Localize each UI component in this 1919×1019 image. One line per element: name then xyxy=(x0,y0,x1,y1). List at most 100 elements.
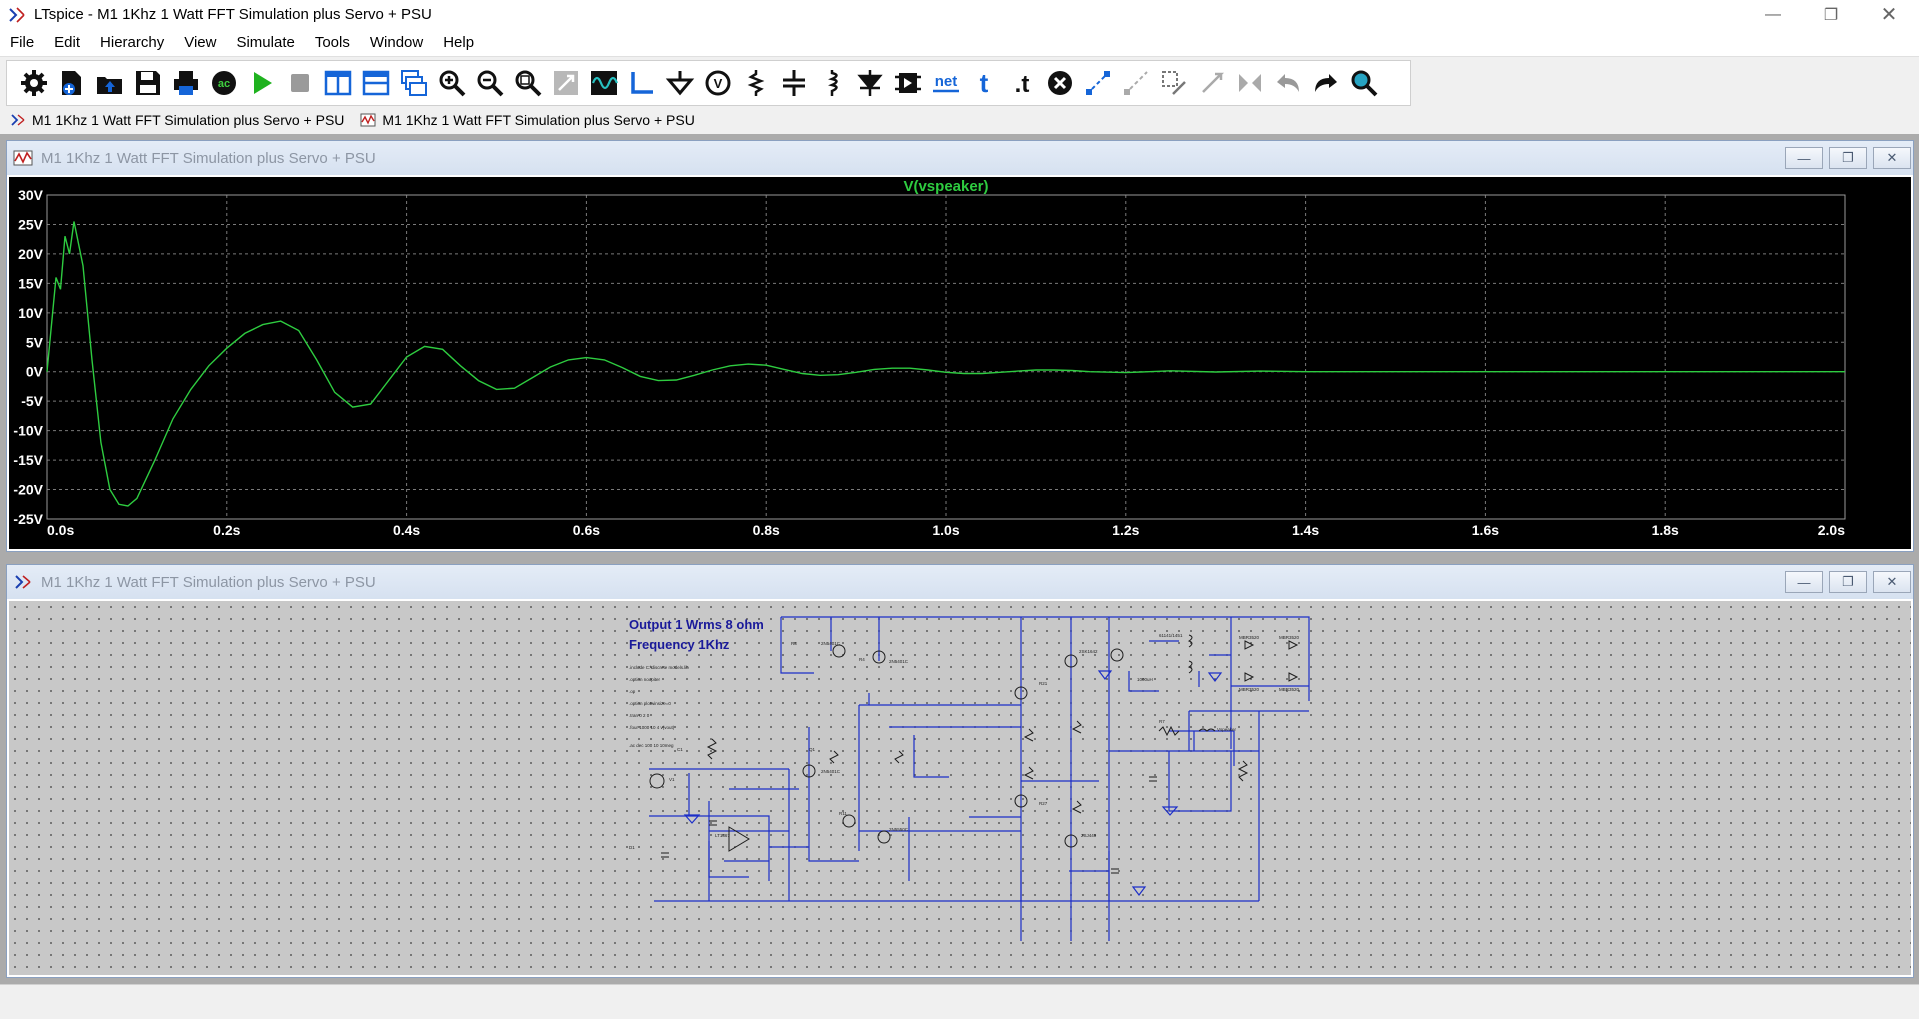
svg-text:R27: R27 xyxy=(1039,801,1048,806)
svg-text:2N5401C: 2N5401C xyxy=(889,659,909,664)
svg-text:t: t xyxy=(980,68,989,98)
restore-icon[interactable]: ❐ xyxy=(1829,147,1867,169)
close-icon[interactable]: ✕ xyxy=(1880,4,1898,26)
schematic-window: M1 1Khz 1 Watt FFT Simulation plus Servo… xyxy=(6,564,1914,978)
drag-icon[interactable] xyxy=(1155,64,1193,102)
find-icon[interactable] xyxy=(1345,64,1383,102)
zoom-fit-icon[interactable] xyxy=(509,64,547,102)
schematic-drawing[interactable]: Output 1 Wrms 8 ohm Frequency 1Khz .incl… xyxy=(9,601,1911,975)
autorange-icon[interactable] xyxy=(547,64,585,102)
menu-help[interactable]: Help xyxy=(443,33,475,51)
text-icon[interactable]: t xyxy=(965,64,1003,102)
restore-icon[interactable]: ❐ xyxy=(1823,6,1839,24)
menu-file[interactable]: File xyxy=(10,33,35,51)
toolbar: ac V net t .t xyxy=(6,60,1411,106)
svg-text:V1: V1 xyxy=(669,777,675,782)
halt-icon[interactable] xyxy=(281,64,319,102)
svg-text:MBR3520: MBR3520 xyxy=(1239,687,1260,692)
note-frequency[interactable]: Frequency 1Khz xyxy=(629,637,730,652)
net-label-icon[interactable]: net xyxy=(927,64,965,102)
wire-icon[interactable] xyxy=(623,64,661,102)
component-symbol-icon[interactable] xyxy=(889,64,927,102)
settings-icon[interactable] xyxy=(15,64,53,102)
svg-text:2N5401C: 2N5401C xyxy=(821,769,841,774)
menu-simulate[interactable]: Simulate xyxy=(236,33,295,51)
svg-text:2SJ449: 2SJ449 xyxy=(1081,833,1097,838)
schematic-icon xyxy=(15,575,31,589)
run-icon[interactable] xyxy=(243,64,281,102)
title-bar: LTspice - M1 1Khz 1 Watt FFT Simulation … xyxy=(0,0,1919,29)
waveform-icon[interactable] xyxy=(585,64,623,102)
directive[interactable]: .ac dec 100 10 10meg xyxy=(629,743,674,748)
diode-icon[interactable] xyxy=(851,64,889,102)
directive[interactable]: .include C:\discrete models.lib xyxy=(629,665,689,670)
note-output[interactable]: Output 1 Wrms 8 ohm xyxy=(629,617,764,632)
open-icon[interactable] xyxy=(91,64,129,102)
window-title: LTspice - M1 1Khz 1 Watt FFT Simulation … xyxy=(34,6,432,23)
component-icon[interactable]: V xyxy=(699,64,737,102)
tab-schematic[interactable]: M1 1Khz 1 Watt FFT Simulation plus Servo… xyxy=(0,107,350,133)
save-icon[interactable] xyxy=(129,64,167,102)
spice-directive-icon[interactable]: .t xyxy=(1003,64,1041,102)
rotate-icon[interactable] xyxy=(1193,64,1231,102)
svg-text:Vspeaker: Vspeaker xyxy=(1217,727,1237,732)
menu-edit[interactable]: Edit xyxy=(54,33,81,51)
tile-vertical-icon[interactable] xyxy=(319,64,357,102)
menu-view[interactable]: View xyxy=(184,33,217,51)
restore-icon[interactable]: ❐ xyxy=(1829,571,1867,593)
capacitor-icon[interactable] xyxy=(775,64,813,102)
zoom-in-icon[interactable] xyxy=(433,64,471,102)
zoom-out-icon[interactable] xyxy=(471,64,509,102)
ground-symbols xyxy=(683,670,1223,896)
menu-hierarchy[interactable]: Hierarchy xyxy=(100,33,165,51)
move-icon[interactable] xyxy=(1117,64,1155,102)
ground-icon[interactable] xyxy=(661,64,699,102)
trace-title: V(vspeaker) xyxy=(903,178,988,195)
x-tick-label: 0.6s xyxy=(573,522,600,538)
directive[interactable]: .four 1000 10 4 v(vout) xyxy=(629,725,675,730)
ac-analysis-icon[interactable]: ac xyxy=(205,64,243,102)
tile-horizontal-icon[interactable] xyxy=(357,64,395,102)
close-icon[interactable]: ✕ xyxy=(1873,147,1911,169)
undo-icon[interactable] xyxy=(1269,64,1307,102)
mirror-icon[interactable] xyxy=(1231,64,1269,102)
minimize-icon[interactable]: — xyxy=(1785,571,1823,593)
schematic-icon xyxy=(11,114,25,126)
circuit-wires xyxy=(649,616,1310,941)
menu-tools[interactable]: Tools xyxy=(314,33,350,51)
inductor-icon[interactable] xyxy=(813,64,851,102)
y-tick-label: 20V xyxy=(18,246,44,262)
delete-icon[interactable] xyxy=(1041,64,1079,102)
waveform-window-titlebar[interactable]: M1 1Khz 1 Watt FFT Simulation plus Servo… xyxy=(7,141,1913,175)
svg-text:MBR3520: MBR3520 xyxy=(1279,687,1300,692)
circuit-components xyxy=(649,634,1299,874)
waveform-window-title: M1 1Khz 1 Watt FFT Simulation plus Servo… xyxy=(41,149,376,167)
directive[interactable]: .op xyxy=(629,689,636,694)
directive[interactable]: .option plotwinsize=0 xyxy=(629,701,671,706)
directive[interactable]: .option noopiter xyxy=(629,677,661,682)
cascade-icon[interactable] xyxy=(395,64,433,102)
svg-text:.t: .t xyxy=(1015,71,1030,98)
svg-text:V: V xyxy=(714,76,723,91)
plot-frame xyxy=(46,194,1846,520)
redo-icon[interactable] xyxy=(1307,64,1345,102)
schematic-window-titlebar[interactable]: M1 1Khz 1 Watt FFT Simulation plus Servo… xyxy=(7,565,1913,599)
menu-window[interactable]: Window xyxy=(369,33,424,51)
svg-text:1000uH: 1000uH xyxy=(1137,677,1153,682)
minimize-icon[interactable]: — xyxy=(1765,5,1781,23)
close-icon[interactable]: ✕ xyxy=(1873,571,1911,593)
svg-text:2N5550C: 2N5550C xyxy=(889,827,909,832)
minimize-icon[interactable]: — xyxy=(1785,147,1823,169)
schematic-canvas[interactable]: Output 1 Wrms 8 ohm Frequency 1Khz .incl… xyxy=(9,601,1911,975)
print-icon[interactable] xyxy=(167,64,205,102)
svg-text:2SK1642: 2SK1642 xyxy=(1079,649,1098,654)
tab-waveform[interactable]: M1 1Khz 1 Watt FFT Simulation plus Servo… xyxy=(350,107,700,133)
resistor-icon[interactable] xyxy=(737,64,775,102)
new-schematic-icon[interactable] xyxy=(53,64,91,102)
waveform-window: M1 1Khz 1 Watt FFT Simulation plus Servo… xyxy=(6,140,1914,552)
directive[interactable]: .tran 0 2 0 xyxy=(629,713,650,718)
trace-vspeaker xyxy=(46,221,1845,507)
duplicate-icon[interactable] xyxy=(1079,64,1117,102)
